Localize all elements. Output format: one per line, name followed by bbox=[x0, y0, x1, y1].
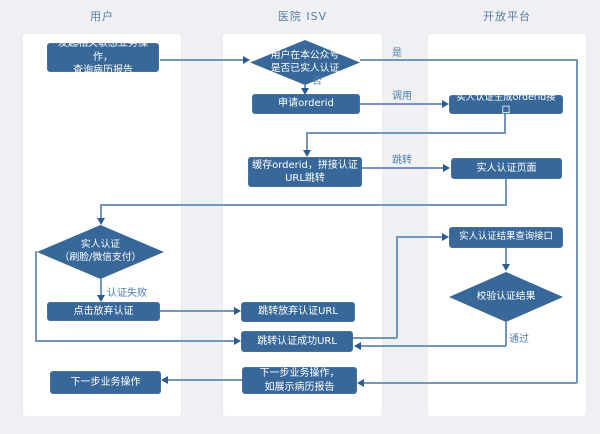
lane-user bbox=[22, 33, 182, 417]
node-jump-success-url: 跳转认证成功URL bbox=[241, 331, 353, 352]
edge-jump bbox=[362, 167, 443, 169]
edge-label-auth-fail: 认证失败 bbox=[107, 288, 147, 299]
edge-verify bbox=[505, 248, 507, 264]
edge-query-v bbox=[396, 236, 398, 338]
edge-label-call: 调用 bbox=[392, 91, 412, 102]
edge-label-no: 否 bbox=[312, 76, 322, 87]
node-auth-page: 实人认证页面 bbox=[451, 158, 562, 179]
arrowhead-left-icon bbox=[357, 379, 364, 387]
edge-start-check bbox=[160, 59, 244, 61]
edge-label-yes: 是 bbox=[392, 48, 402, 59]
edge-query-h1 bbox=[353, 337, 397, 339]
edge-auth-fail bbox=[100, 279, 102, 295]
arrowhead-right-icon bbox=[442, 100, 449, 108]
arrowhead-down-icon bbox=[502, 264, 510, 271]
edge-label-jump: 跳转 bbox=[392, 155, 412, 166]
edge-page-auth-h bbox=[100, 204, 507, 206]
arrowhead-left-icon bbox=[354, 342, 361, 350]
edge-no bbox=[304, 85, 306, 90]
edge-yes-h1 bbox=[360, 59, 578, 61]
edge-gen-cache-v2 bbox=[306, 132, 308, 150]
node-apply-orderid: 申请orderid bbox=[252, 94, 360, 114]
edge-pass-h bbox=[361, 345, 506, 347]
lane-title-hospital-isv: 医院 ISV bbox=[277, 10, 328, 23]
arrowhead-down-icon bbox=[301, 88, 309, 95]
arrowhead-down-icon bbox=[303, 150, 311, 157]
edge-query-h2 bbox=[396, 236, 442, 238]
edge-gen-cache-v1 bbox=[504, 114, 506, 133]
edge-page-auth-v1 bbox=[505, 179, 507, 205]
node-jump-abandon-url: 跳转放弃认证URL bbox=[241, 302, 355, 322]
node-next-step-isv: 下一步业务操作， 如展示病历报告 bbox=[242, 367, 357, 394]
arrowhead-right-icon bbox=[234, 307, 241, 315]
lane-title-open-platform: 开放平台 bbox=[483, 10, 531, 23]
edge-gen-cache-h bbox=[306, 132, 506, 134]
arrowhead-right-icon bbox=[443, 164, 450, 172]
node-abandon-auth: 点击放弃认证 bbox=[47, 302, 160, 321]
node-result-query-api: 实人认证结果查询接口 bbox=[449, 227, 563, 248]
edge-call bbox=[360, 103, 442, 105]
edge-next-step bbox=[168, 379, 242, 381]
arrowhead-right-icon bbox=[234, 337, 241, 345]
edge-page-auth-v2 bbox=[100, 204, 102, 218]
edge-label-pass: 通过 bbox=[509, 334, 529, 345]
arrowhead-down-icon bbox=[97, 218, 105, 225]
edge-success-v bbox=[35, 251, 37, 341]
edge-pass-v bbox=[505, 322, 507, 346]
edge-success-h bbox=[35, 340, 234, 342]
edge-yes-v bbox=[576, 60, 578, 383]
lane-open-platform bbox=[427, 33, 587, 417]
node-gen-orderid-api: 实人认证生成orderid接口 bbox=[449, 92, 563, 116]
node-start: 发起相关敏感业务操作， 查询病历报告 bbox=[47, 38, 159, 76]
edge-yes-h2 bbox=[364, 382, 577, 384]
arrowhead-down-icon bbox=[97, 295, 105, 302]
edge-abandon bbox=[160, 310, 234, 312]
node-next-step-user: 下一步业务操作 bbox=[50, 371, 161, 394]
node-cache-orderid: 缓存orderid，拼接认证 URL跳转 bbox=[248, 157, 362, 187]
lane-title-user: 用户 bbox=[90, 10, 114, 23]
arrowhead-left-icon bbox=[161, 376, 168, 384]
arrowhead-right-icon bbox=[442, 233, 449, 241]
arrowhead-right-icon bbox=[243, 56, 250, 64]
